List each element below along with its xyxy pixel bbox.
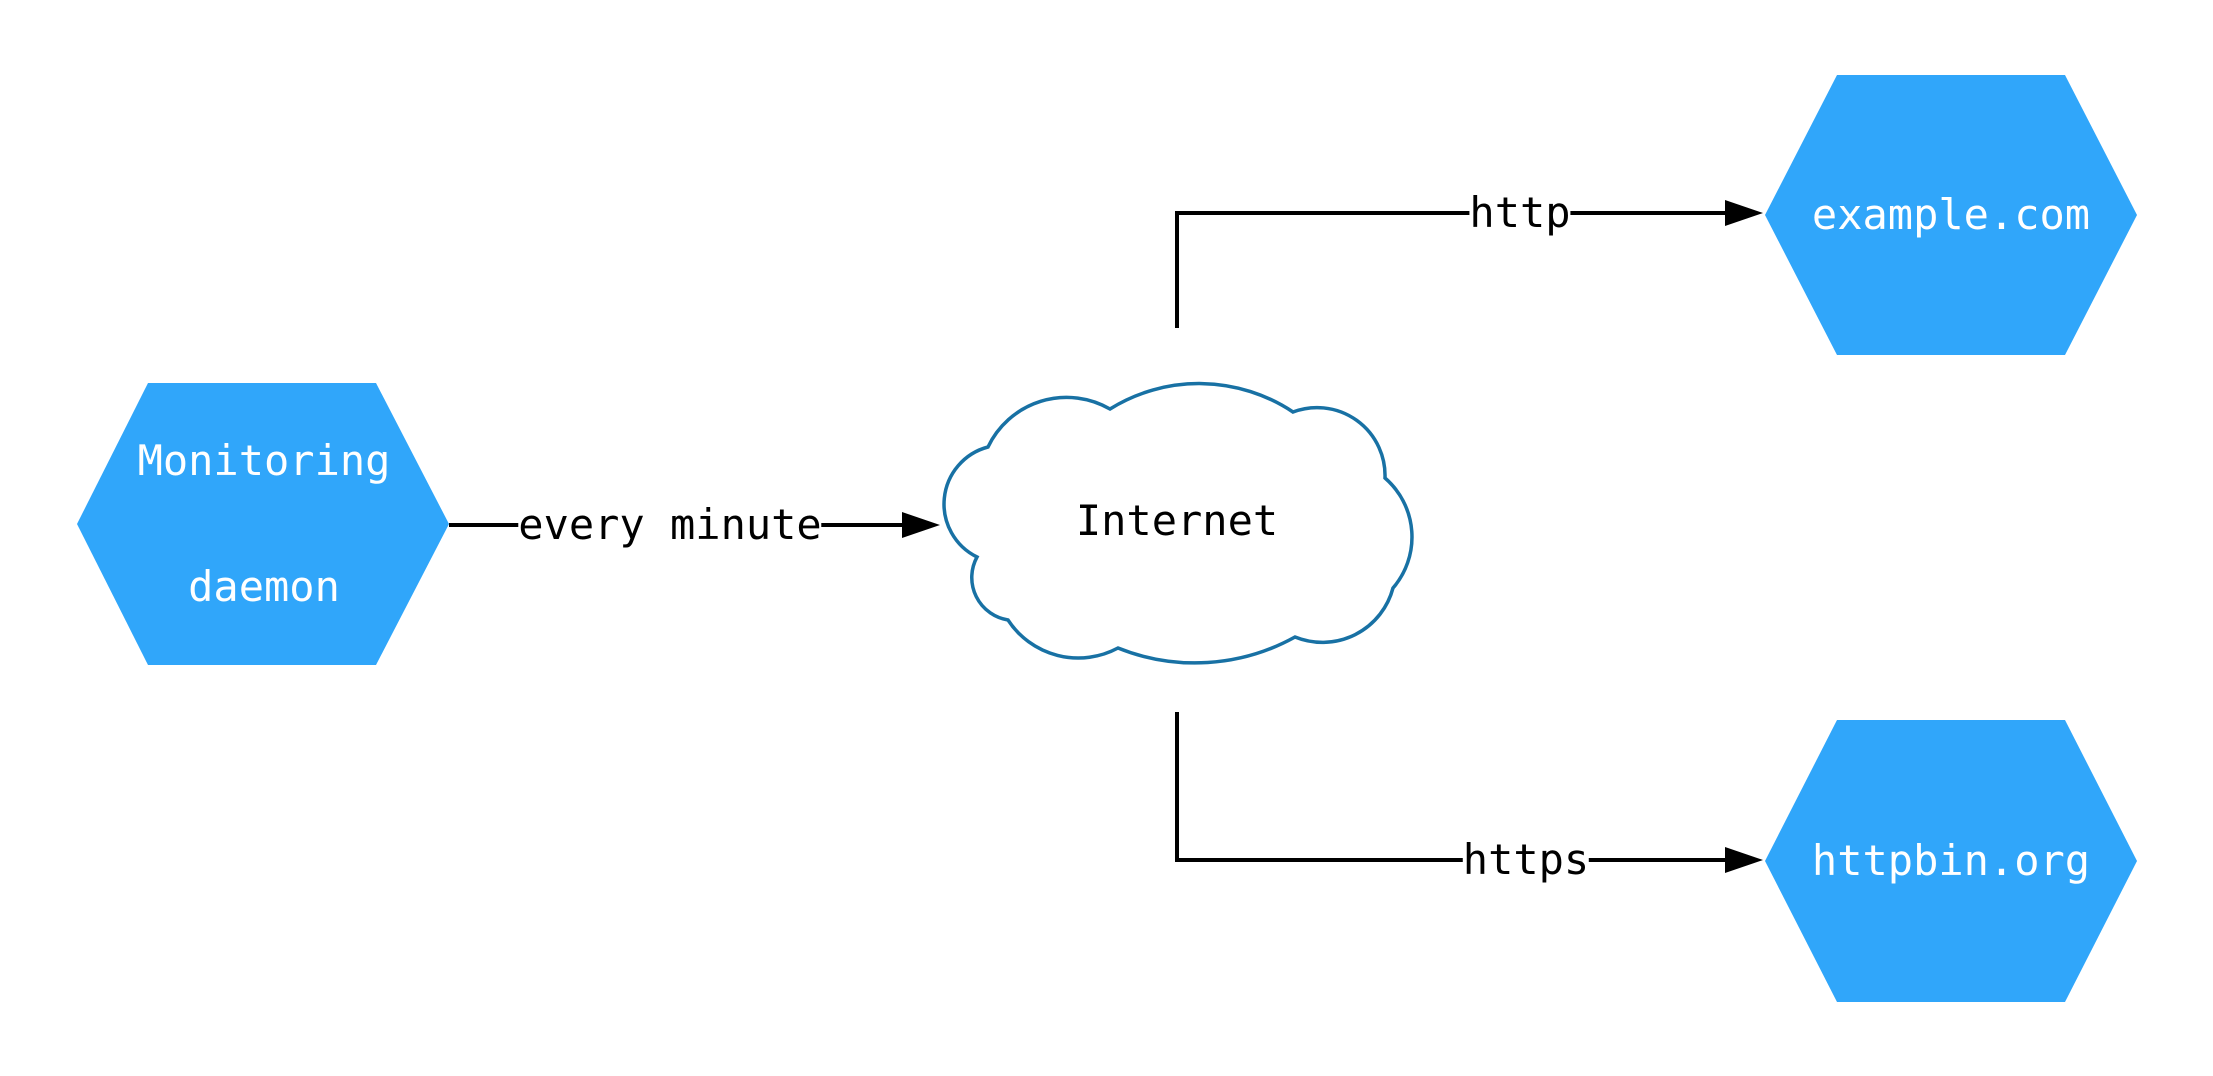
example-com-label: example.com [1811, 190, 2091, 239]
internet-label: Internet [1075, 496, 1279, 545]
monitoring-daemon-label-line1: Monitoring [137, 436, 391, 485]
arrowhead-icon [1725, 200, 1763, 226]
arrowhead-icon [902, 512, 940, 538]
edge-label-every-minute: every minute [518, 500, 822, 549]
httpbin-org-label: httpbin.org [1811, 836, 2091, 885]
edge-label-http: http [1469, 188, 1571, 237]
httpbin-org-node [1765, 720, 2137, 1002]
monitoring-daemon-label-line2: daemon [188, 562, 340, 611]
edge-internet-to-httpbin [1175, 712, 1727, 862]
edge-label-https: https [1462, 835, 1590, 884]
internet-cloud-node [942, 381, 1414, 665]
example-com-node [1765, 75, 2137, 355]
monitoring-daemon-node [77, 383, 449, 665]
monitoring-daemon-label: Monitoring daemon [138, 356, 391, 692]
arrowhead-icon [1725, 847, 1763, 873]
edge-internet-to-example [1175, 211, 1727, 328]
